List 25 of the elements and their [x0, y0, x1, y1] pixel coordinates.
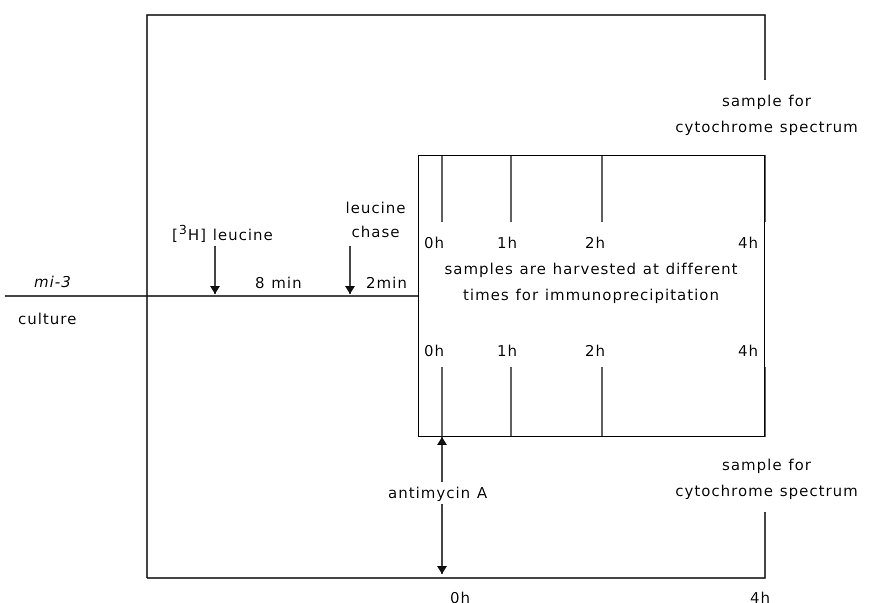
- time-label: 4h: [750, 589, 772, 603]
- arrow: [437, 437, 447, 482]
- description-text: samples are harvested at different times for immunoprecipitation: [443, 259, 740, 306]
- arrow: [437, 504, 447, 574]
- reagent-label: [$^{3}$H] leucine: [172, 221, 274, 244]
- time-label: 2min: [366, 274, 408, 292]
- time-label: 0h: [424, 234, 446, 252]
- time-label: 0h: [450, 589, 472, 603]
- sample-box: [418, 155, 765, 437]
- time-label: 0h: [424, 342, 446, 360]
- time-label: 4h: [738, 342, 760, 360]
- arrow: [345, 246, 355, 294]
- time-label: 2h: [585, 234, 606, 252]
- culture-label: culture: [18, 310, 78, 328]
- time-label: 1h: [497, 234, 518, 252]
- note-text: sample for cytochrome spectrum: [674, 455, 860, 502]
- time-label: 1h: [497, 342, 518, 360]
- time-label: 8 min: [255, 274, 303, 292]
- arrow: [210, 246, 220, 294]
- note-text: sample for cytochrome spectrum: [674, 91, 860, 138]
- time-label: 4h: [738, 234, 760, 252]
- time-label: 2h: [585, 342, 606, 360]
- reagent-label: leucine chase: [345, 196, 407, 244]
- strain-label: mi-3: [34, 273, 72, 291]
- treatment-label: antimycin A: [388, 484, 488, 502]
